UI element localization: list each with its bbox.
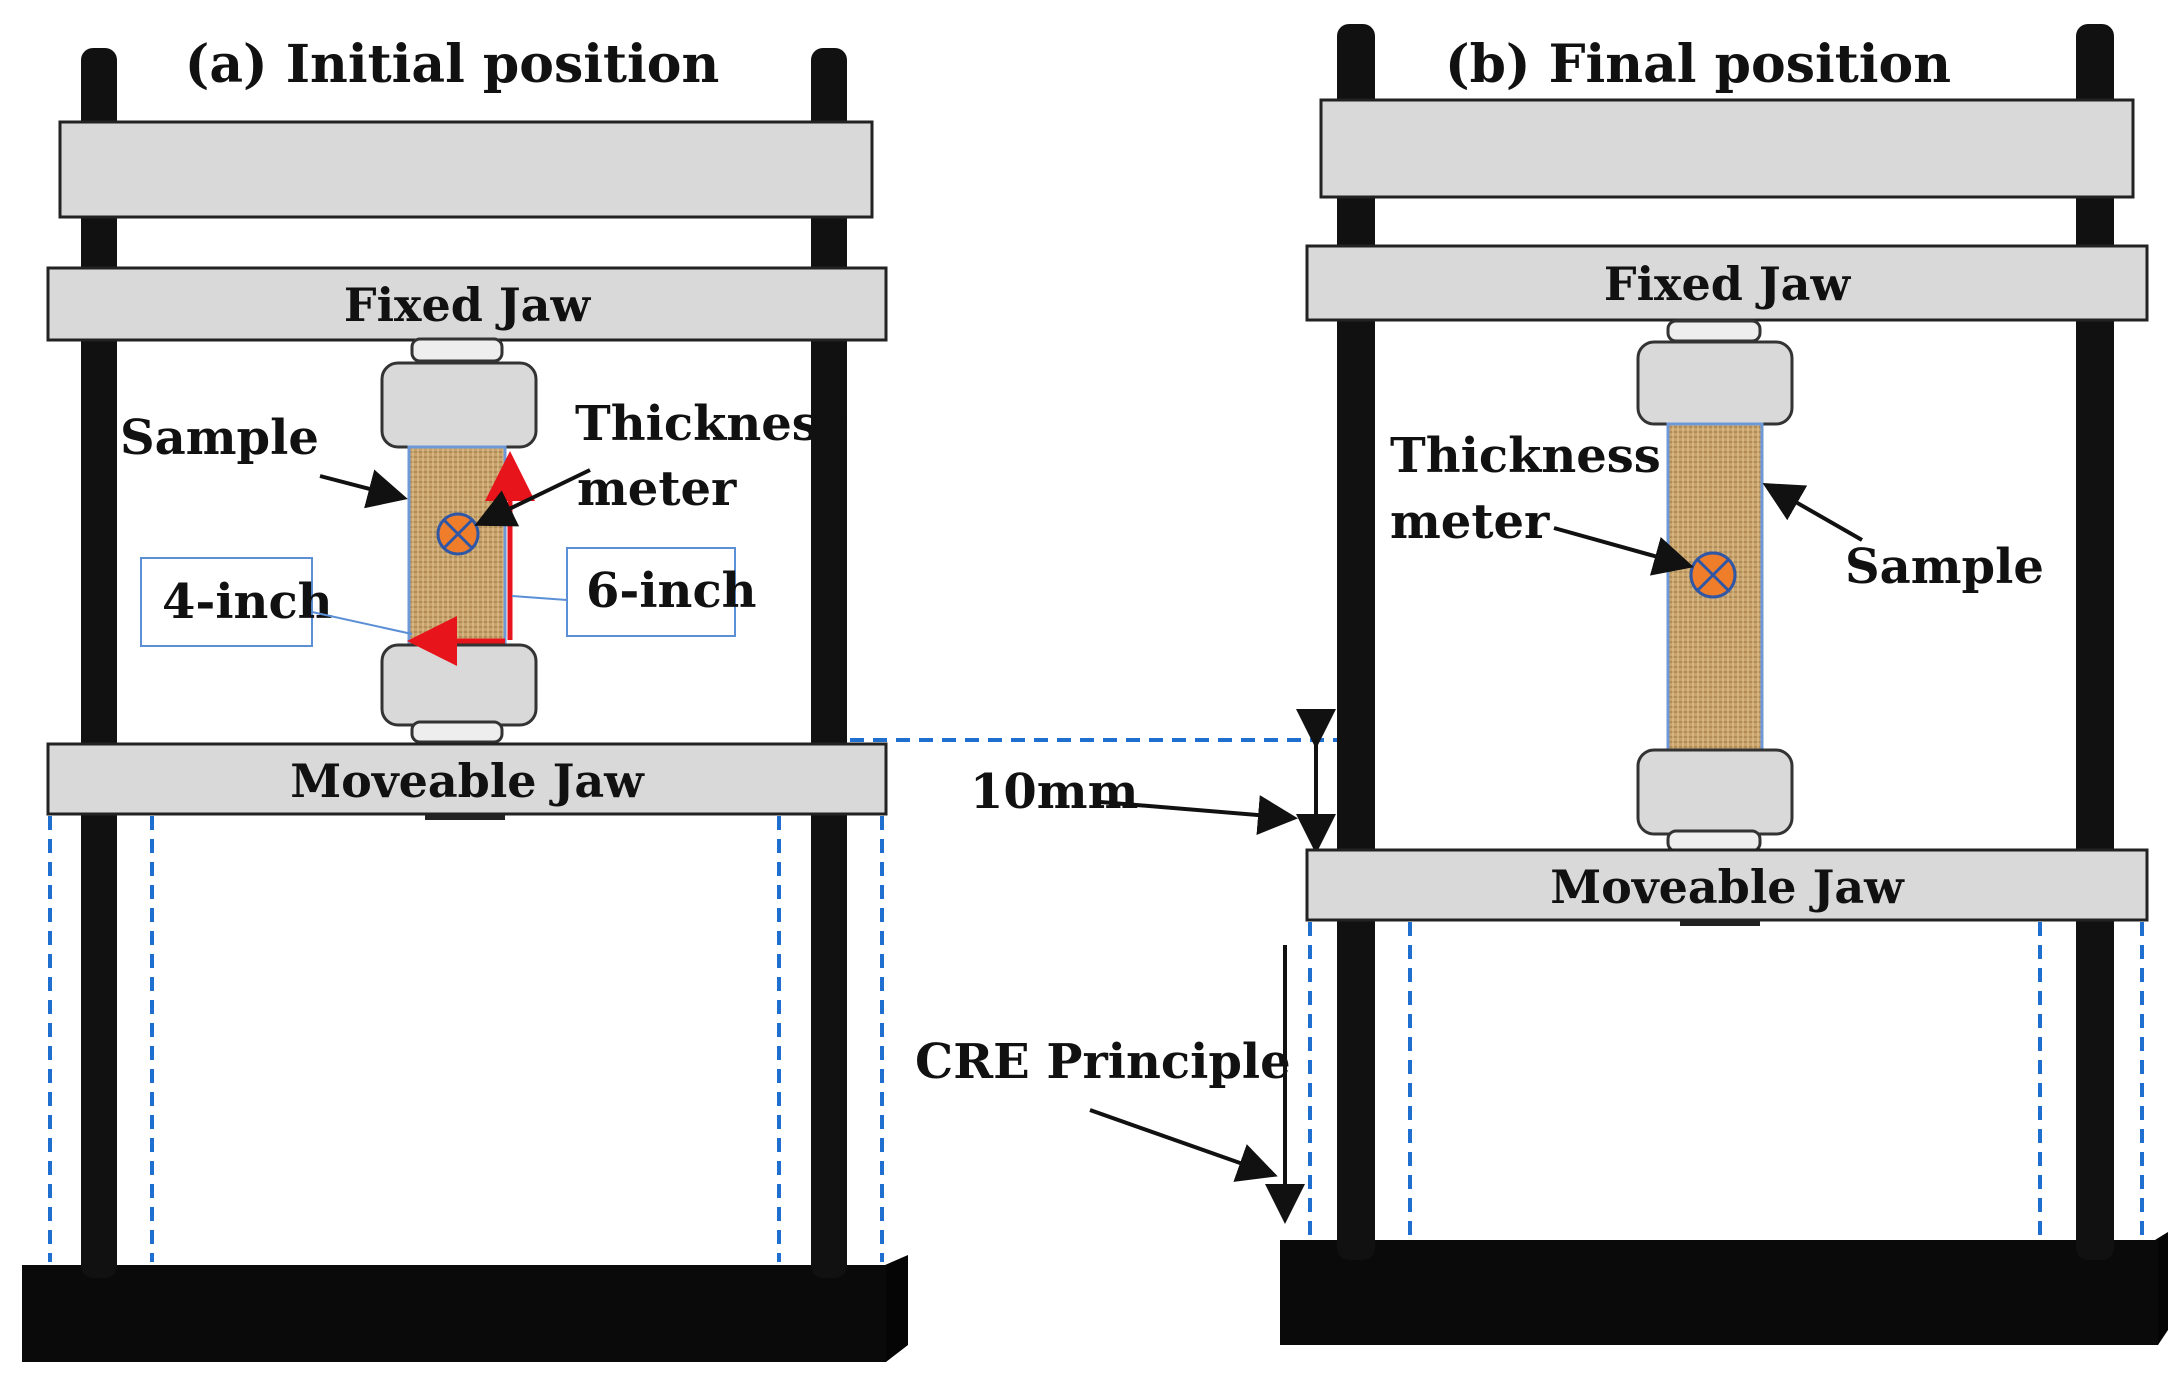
top-crosshead-b	[1319, 98, 2135, 199]
top-crosshead-a	[58, 120, 874, 219]
post-left-b	[1337, 24, 1375, 1260]
grip-bottom-stud-a	[410, 720, 504, 744]
moveable-jaw-label-b: Moveable Jaw	[1550, 860, 1905, 914]
grip-top-stud-a	[410, 337, 504, 363]
sample-pointer-b	[1762, 483, 1863, 542]
fixed-jaw-label-a: Fixed Jaw	[344, 278, 592, 332]
length-callout-box-a	[566, 547, 736, 637]
moveable-jaw-notch-a	[425, 814, 505, 820]
sample-label-a: Sample	[120, 410, 319, 466]
upper-grip-b	[1636, 340, 1794, 426]
length-callout-leader-a	[511, 595, 568, 601]
thickness-pointer-a	[474, 468, 591, 527]
thickness-label-a-2: meter	[577, 461, 737, 517]
panel-b: Fixed Jaw Moveable Jaw (b) Final positio…	[915, 24, 2168, 1345]
fixed-jaw-a	[46, 266, 888, 342]
lower-grip-b	[1636, 748, 1794, 836]
thickness-label-b-2: meter	[1390, 494, 1550, 550]
moveable-jaw-label-a: Moveable Jaw	[290, 754, 645, 808]
grip-top-stud-b	[1666, 319, 1762, 343]
post-right-a	[811, 48, 847, 1278]
panel-title-b: (b) Final position	[1445, 34, 1951, 95]
sample-pointer-a	[319, 469, 408, 509]
travel-guides-b	[1308, 922, 2144, 1238]
fixed-jaw-b	[1305, 244, 2149, 322]
post-left-a	[81, 48, 117, 1278]
base-a	[22, 1255, 908, 1362]
panel-title-a: (a) Initial position	[185, 34, 720, 95]
thickness-pointer-b	[1553, 526, 1694, 576]
lower-grip-a	[380, 643, 538, 727]
thickness-label-a-1: Thickness	[575, 396, 846, 452]
moveable-jaw-b	[1305, 848, 2149, 922]
travel-guides-a	[48, 816, 884, 1262]
post-right-b	[2076, 24, 2114, 1260]
thickness-label-b-1: Thickness	[1390, 428, 1661, 484]
displacement-pointer	[1099, 795, 1298, 835]
upper-grip-a	[380, 361, 538, 449]
principle-label: CRE Principle	[915, 1034, 1291, 1090]
fixed-jaw-label-b: Fixed Jaw	[1604, 257, 1852, 311]
displacement-label: 10mm	[970, 764, 1138, 820]
thickness-meter-icon-a	[436, 512, 480, 556]
moveable-jaw-a	[46, 742, 888, 816]
base-b	[1280, 1232, 2168, 1345]
width-callout-leader-a	[311, 611, 413, 635]
moveable-jaw-notch-b	[1680, 920, 1760, 926]
sample-label-b: Sample	[1845, 539, 2044, 595]
length-label-a: 6-inch	[586, 563, 757, 619]
principle-pointer	[1089, 1108, 1278, 1182]
grip-bottom-stud-b	[1666, 829, 1762, 853]
width-label-a: 4-inch	[162, 574, 333, 630]
panel-a: Fixed Jaw Moveable Jaw (a) Initial posit…	[22, 34, 908, 1362]
width-callout-box-a	[140, 557, 313, 647]
thickness-meter-icon-b	[1689, 551, 1737, 599]
